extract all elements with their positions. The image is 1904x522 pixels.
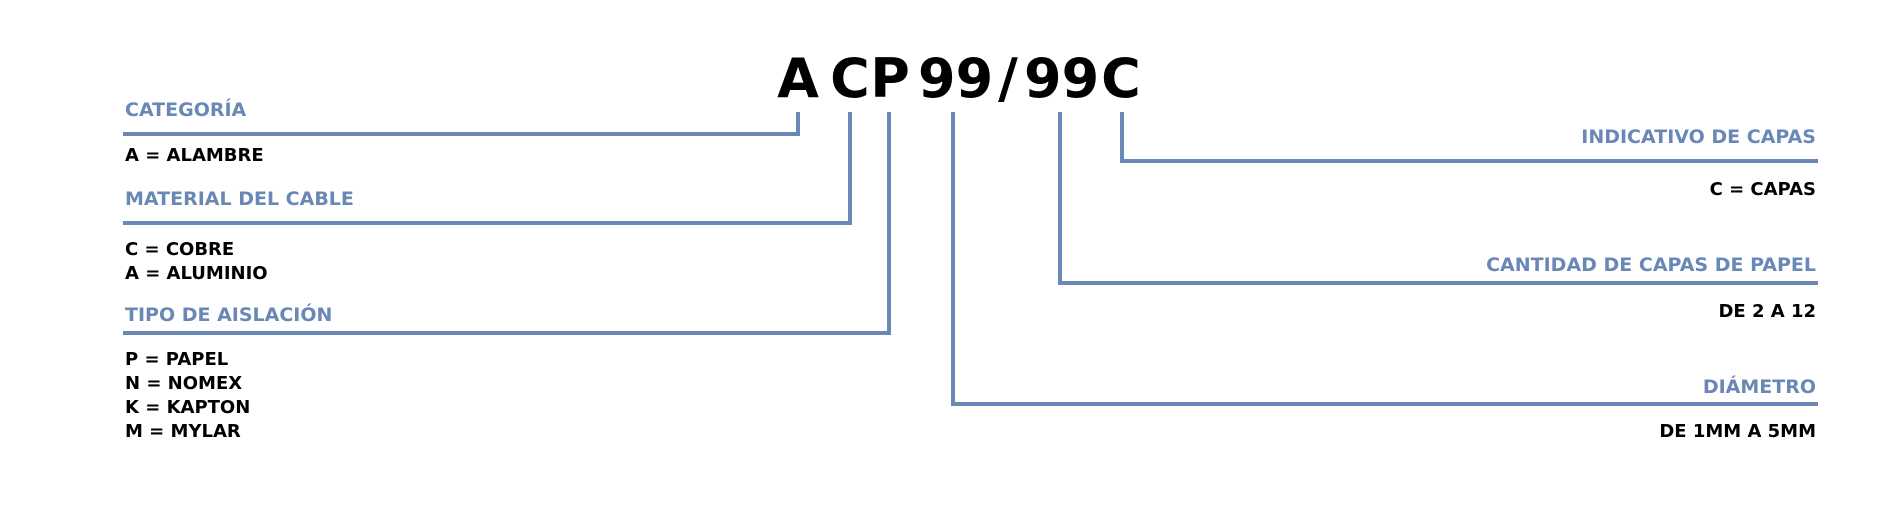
value-aislacion-1: N = NOMEX xyxy=(125,373,243,394)
code-layers-count: 99 xyxy=(1024,47,1100,110)
heading-cantidad: CANTIDAD DE CAPAS DE PAPEL xyxy=(1486,254,1816,276)
connector-cantidad xyxy=(1058,112,1818,285)
code-char-material: C xyxy=(830,47,870,110)
connector-material xyxy=(123,112,852,225)
value-aislacion-2: K = KAPTON xyxy=(125,397,251,418)
code-diameter: 99 xyxy=(918,47,994,110)
code-char-category: A xyxy=(777,47,819,110)
value-diametro-0: DE 1MM A 5MM xyxy=(1659,421,1816,442)
value-material-0: C = COBRE xyxy=(125,239,235,260)
heading-indicativo: INDICATIVO DE CAPAS xyxy=(1581,126,1816,148)
heading-categoria: CATEGORÍA xyxy=(125,99,247,121)
value-categoria-0: A = ALAMBRE xyxy=(125,145,264,166)
connector-indicativo xyxy=(1120,112,1818,163)
connector-aislacion xyxy=(123,112,891,335)
value-aislacion-0: P = PAPEL xyxy=(125,349,229,370)
connector-categoria xyxy=(123,112,800,136)
heading-diametro: DIÁMETRO xyxy=(1702,376,1816,398)
code-slash: / xyxy=(998,47,1018,110)
code-char-layers: C xyxy=(1101,47,1141,110)
value-cantidad-0: DE 2 A 12 xyxy=(1718,301,1816,322)
heading-material: MATERIAL DEL CABLE xyxy=(125,188,354,210)
code-char-insulation: P xyxy=(870,47,910,110)
connector-diametro xyxy=(951,112,1818,406)
value-indicativo-0: C = CAPAS xyxy=(1709,179,1816,200)
heading-aislacion: TIPO DE AISLACIÓN xyxy=(125,304,333,326)
value-aislacion-3: M = MYLAR xyxy=(125,421,241,442)
value-material-1: A = ALUMINIO xyxy=(125,263,268,284)
